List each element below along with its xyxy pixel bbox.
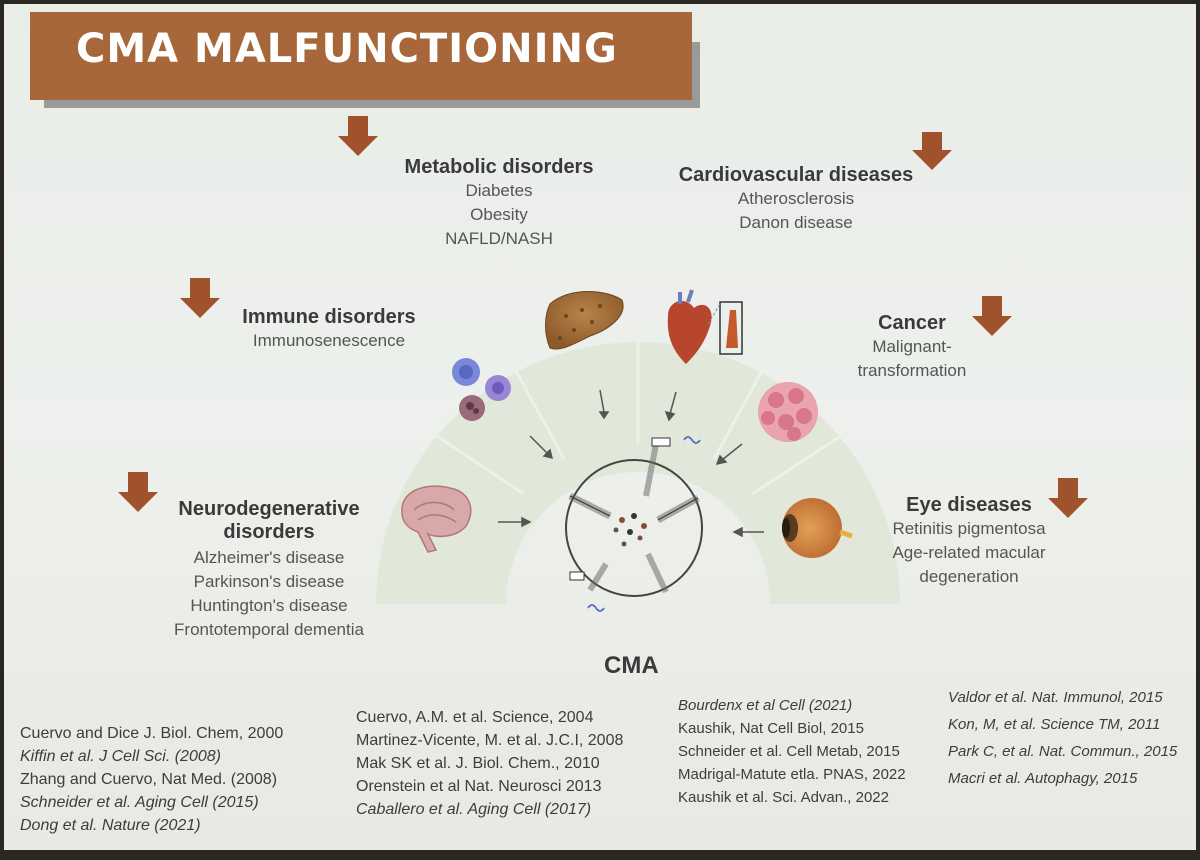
reference: Kiffin et al. J Cell Sci. (2008) (20, 748, 221, 765)
reference: Dong et al. Nature (2021) (20, 817, 201, 834)
eye-item: Retinitis pigmentosa (892, 519, 1046, 538)
references-col4: Valdor et al. Nat. Immunol, 2015 Kon, M,… (948, 684, 1177, 792)
reference: Cuervo and Dice J. Biol. Chem, 2000 (20, 725, 284, 742)
eye-item: degeneration (919, 567, 1019, 586)
reference: Martinez-Vicente, M. et al. J.C.I, 2008 (356, 732, 624, 749)
metabolic-item: Diabetes (465, 181, 533, 200)
cancer-heading: Cancer (878, 312, 946, 334)
immune-heading: Immune disorders (242, 306, 416, 328)
brain-icon (401, 485, 472, 553)
cardiovascular-heading: Cardiovascular diseases (678, 164, 914, 186)
eye-icon (782, 498, 853, 558)
eye-item: Age-related macular (892, 543, 1046, 562)
reference: Bourdenx et al Cell (2021) (678, 697, 853, 714)
eye-heading: Eye diseases (906, 494, 1032, 516)
neuro-heading-line2: disorders (223, 521, 315, 543)
reference: Macri et al. Autophagy, 2015 (948, 770, 1138, 787)
metabolic-heading: Metabolic disorders (404, 156, 594, 178)
liver-icon (545, 291, 624, 350)
immune-cells-icon (452, 358, 511, 421)
neuro-heading-line1: Neurodegenerative (178, 498, 360, 520)
cardiovascular-item: Danon disease (739, 213, 853, 232)
metabolic-group: Metabolic disorders Diabetes Obesity NAF… (384, 156, 614, 251)
cardiovascular-item: Atherosclerosis (737, 189, 855, 208)
reference: Mak SK et al. J. Biol. Chem., 2010 (356, 755, 600, 772)
cardiovascular-group: Cardiovascular diseases Atherosclerosis … (676, 164, 916, 235)
metabolic-item: NAFLD/NASH (445, 229, 553, 248)
arrow-down-icon (912, 132, 952, 170)
references-col1: Cuervo and Dice J. Biol. Chem, 2000 Kiff… (20, 722, 283, 837)
category-arrows (118, 116, 1088, 518)
references-col3: Bourdenx et al Cell (2021) Kaushik, Nat … (678, 694, 906, 809)
reference: Cuervo, A.M. et al. Science, 2004 (356, 709, 594, 726)
metabolic-item: Obesity (470, 205, 528, 224)
pointer-arrows (498, 389, 764, 538)
slide-title: CMA MALFUNCTIONING (76, 26, 618, 72)
arrow-down-icon (972, 296, 1012, 336)
neuro-item: Huntington's disease (190, 596, 348, 615)
arrow-down-icon (180, 278, 220, 318)
lysosome-icon (565, 436, 703, 612)
slide: CMA MALFUNCTIONING (4, 4, 1196, 850)
arrow-down-icon (118, 472, 158, 512)
reference: Schneider et al. Cell Metab, 2015 (678, 743, 900, 760)
tumor-icon (758, 382, 818, 442)
reference: Caballero et al. Aging Cell (2017) (356, 801, 592, 818)
reference: Valdor et al. Nat. Immunol, 2015 (948, 689, 1163, 706)
eye-group: Eye diseases Retinitis pigmentosa Age-re… (884, 494, 1054, 589)
reference: Kaushik, Nat Cell Biol, 2015 (678, 720, 864, 737)
cancer-item: transformation (857, 361, 967, 380)
reference: Madrigal-Matute etla. PNAS, 2022 (678, 766, 906, 783)
cancer-item: Malignant- (872, 337, 952, 356)
references-col2: Cuervo, A.M. et al. Science, 2004 Martin… (356, 706, 623, 821)
reference: Kon, M, et al. Science TM, 2011 (948, 716, 1161, 733)
neuro-item: Alzheimer's disease (193, 548, 345, 567)
title-banner (30, 12, 692, 100)
immune-item: Immunosenescence (252, 331, 406, 350)
arrow-down-icon (1048, 478, 1088, 518)
immune-group: Immune disorders Immunosenescence (224, 306, 434, 353)
reference: Orenstein et al Nat. Neurosci 2013 (356, 778, 602, 795)
reference: Kaushik et al. Sci. Advan., 2022 (678, 789, 889, 806)
arrow-down-icon (338, 116, 378, 156)
reference: Schneider et al. Aging Cell (2015) (20, 794, 259, 811)
neuro-group: Neurodegenerative disorders Alzheimer's … (154, 498, 384, 642)
heart-icon (667, 289, 743, 364)
cma-diagram (118, 116, 1088, 612)
cancer-group: Cancer Malignant- transformation (842, 312, 982, 383)
reference: Park C, et al. Nat. Commun., 2015 (948, 743, 1178, 760)
neuro-item: Frontotemporal dementia (174, 620, 364, 639)
neuro-item: Parkinson's disease (193, 572, 345, 591)
reference: Zhang and Cuervo, Nat Med. (2008) (20, 771, 278, 788)
cma-label: CMA (604, 652, 659, 679)
